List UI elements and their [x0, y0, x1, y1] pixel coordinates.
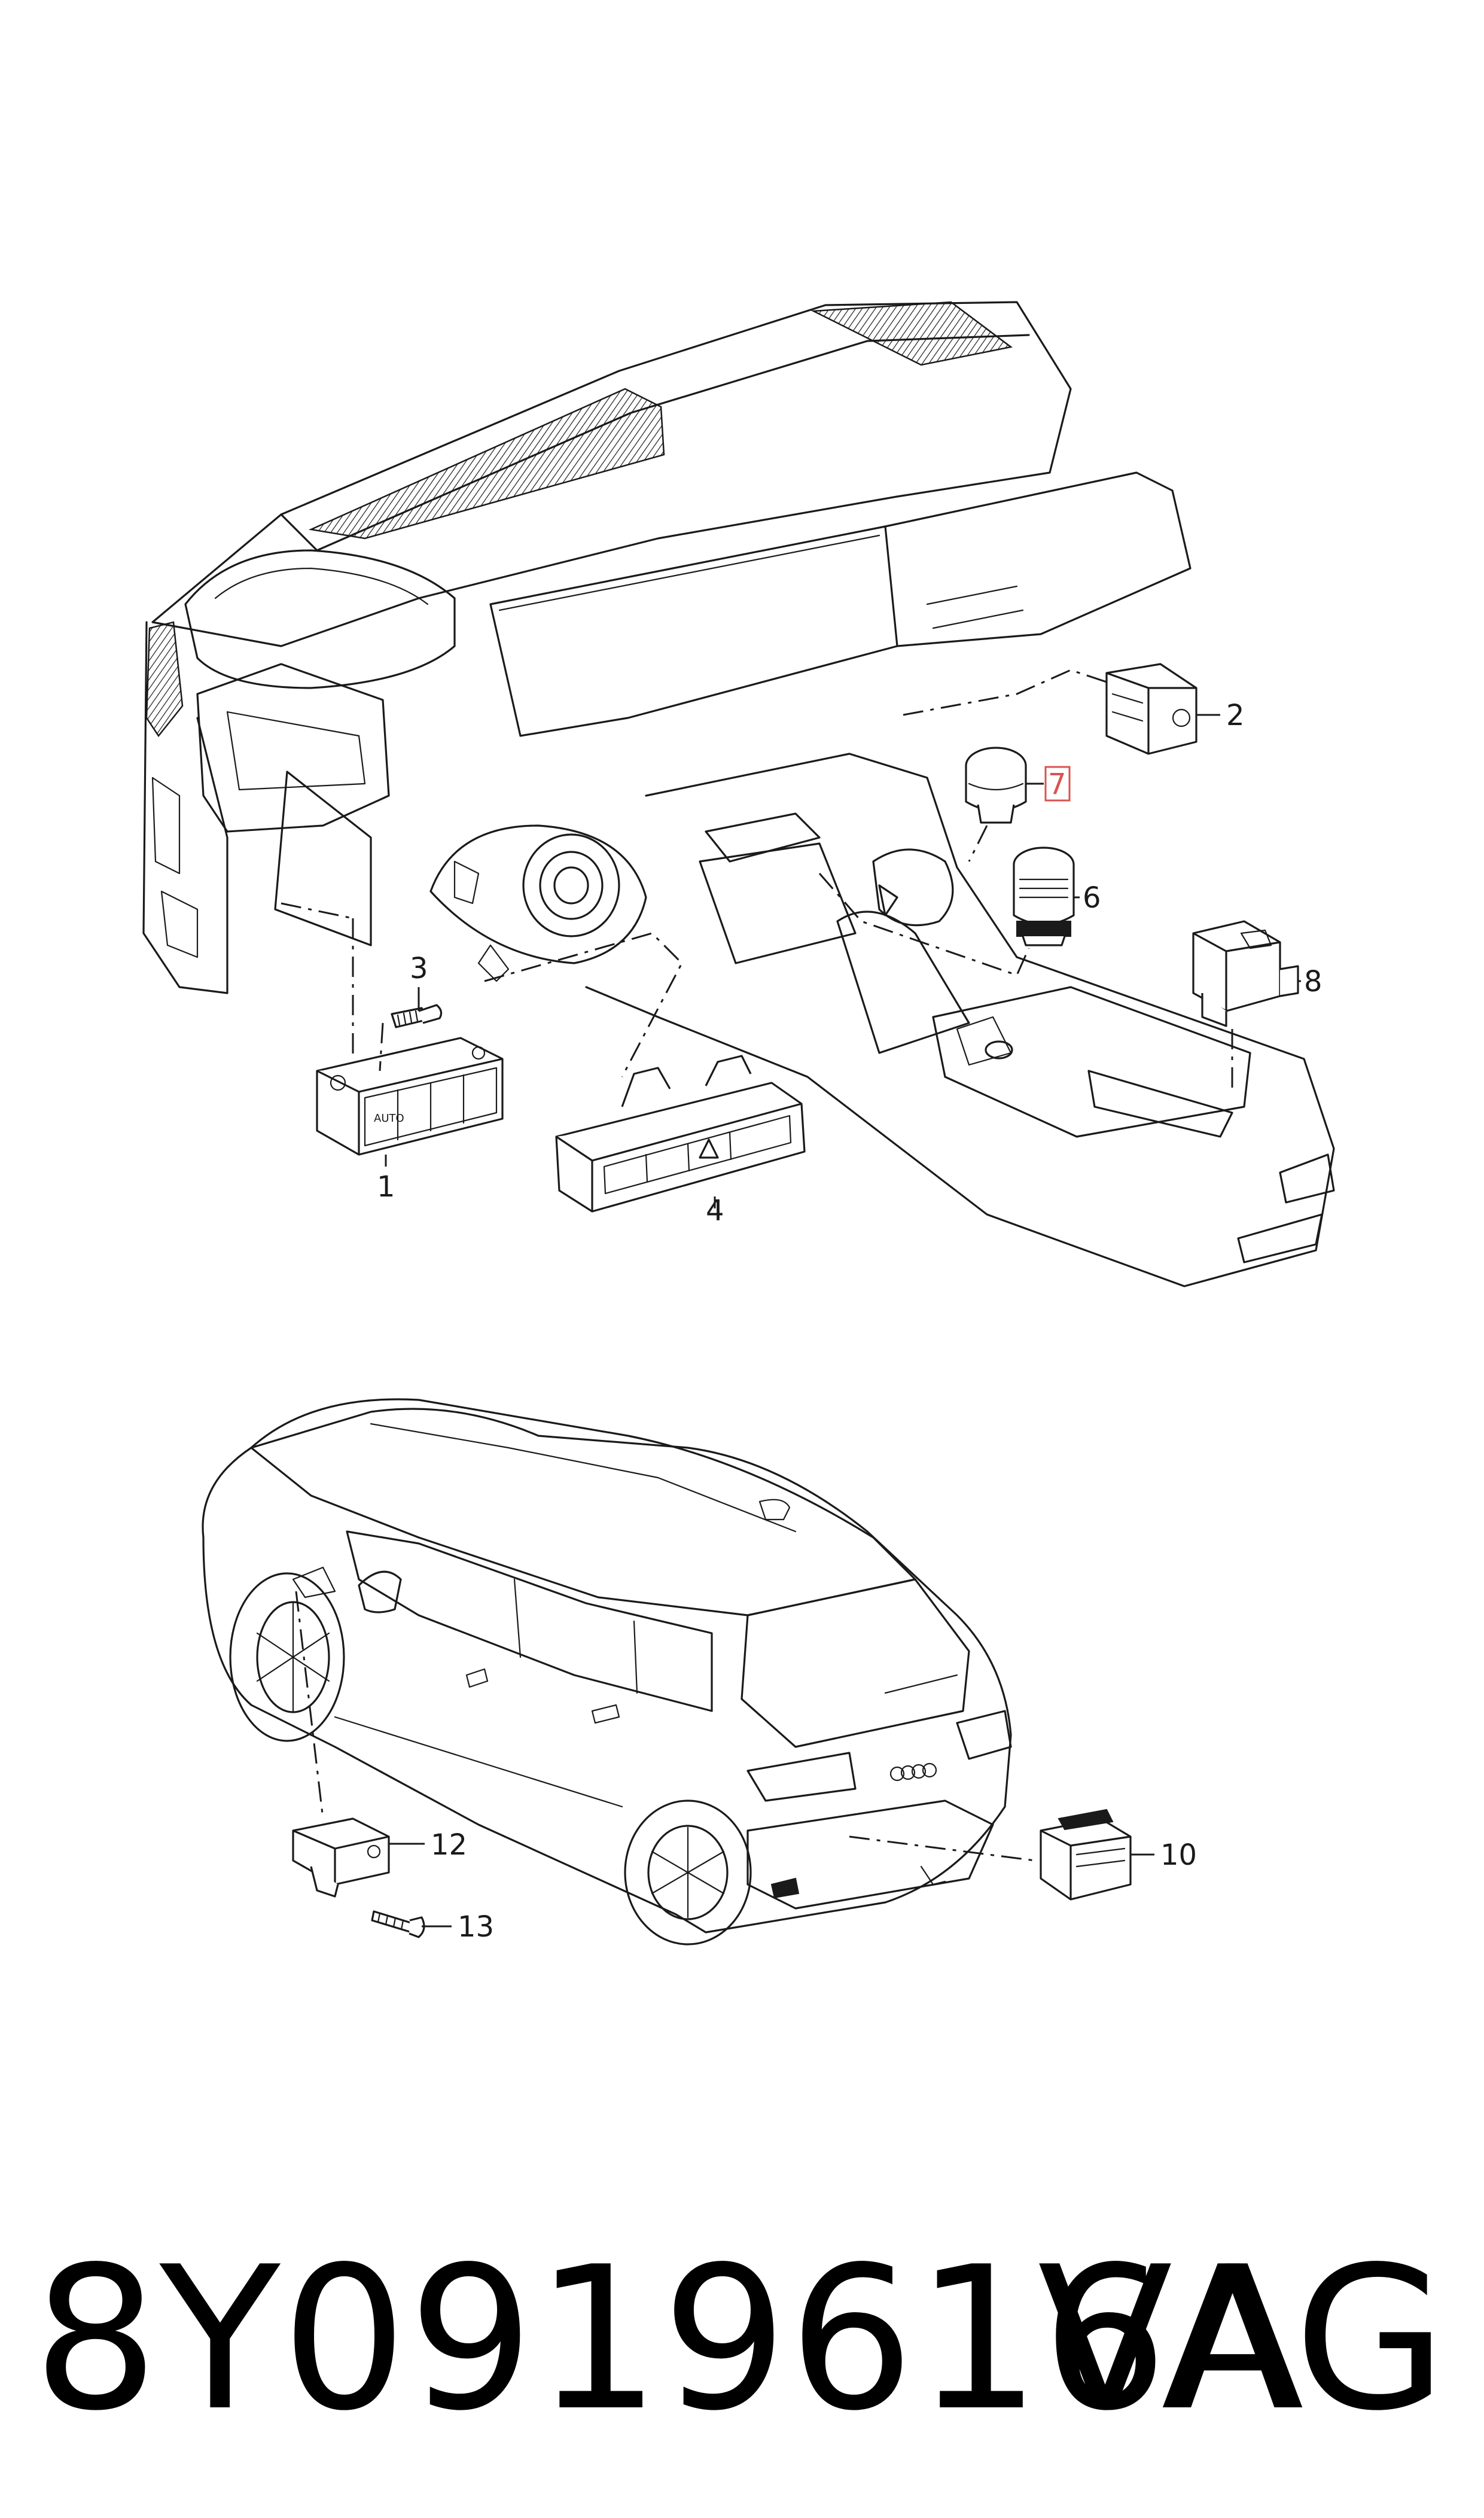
callouts: 2 7 6 8 3 1 4 10 12 13	[377, 699, 1323, 1944]
car-leader-lines	[295, 1591, 1035, 1862]
part-10-switch	[1040, 1808, 1132, 1901]
callout-3: 3	[410, 952, 428, 985]
svg-text:AUTO: AUTO	[374, 1112, 404, 1125]
callout-8: 8	[1304, 965, 1323, 998]
audi-rings-logo	[889, 1762, 937, 1782]
defrost-vent-left	[308, 388, 665, 540]
callout-7-highlight	[1044, 766, 1071, 802]
brand-label: VAG	[1037, 2224, 1448, 2454]
part-12-sensor	[292, 1817, 390, 1898]
part-3-screw	[391, 1004, 443, 1028]
part-8-switch	[1192, 920, 1299, 1027]
callout-7: 7	[1048, 768, 1066, 801]
parts-diagram: AUTO	[142, 301, 1335, 1945]
callout-12: 12	[431, 1828, 467, 1862]
part-4-hazard-switch	[555, 1055, 806, 1213]
callout-6: 6	[1083, 881, 1101, 915]
callout-2: 2	[1226, 699, 1245, 732]
defrost-vent-right	[810, 301, 1013, 366]
part-13-screw	[371, 1910, 425, 1938]
dashboard-illustration	[142, 301, 1335, 1287]
callout-10: 10	[1160, 1838, 1197, 1872]
callout-4: 4	[706, 1194, 724, 1228]
callout-13: 13	[458, 1910, 494, 1944]
callout-1: 1	[377, 1170, 395, 1204]
part-7-switch	[965, 747, 1027, 824]
car-illustration	[202, 1398, 1012, 1945]
part-2-switch	[1105, 663, 1197, 755]
part-6-switch	[1013, 847, 1075, 946]
dashed-leader-lines	[281, 669, 1233, 1095]
part-number: 8Y0919616A	[33, 2224, 1305, 2454]
part-1-light-switch: AUTO	[316, 1037, 504, 1156]
